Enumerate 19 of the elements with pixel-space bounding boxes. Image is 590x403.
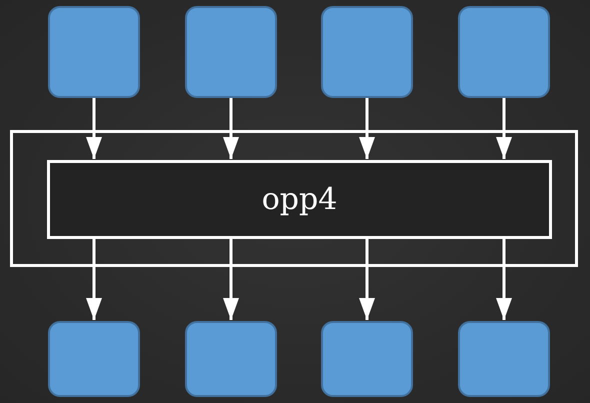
arrow [496, 98, 512, 159]
process-box [458, 321, 550, 397]
box-label: opp4 [262, 182, 338, 217]
arrow [496, 239, 512, 320]
process-box [185, 321, 277, 397]
process-box [48, 321, 140, 397]
arrow [86, 239, 102, 320]
process-box [458, 6, 550, 98]
arrow [86, 98, 102, 159]
arrow [359, 239, 375, 320]
process-box [48, 6, 140, 98]
process-box [47, 160, 552, 239]
arrow [359, 98, 375, 159]
process-box [321, 6, 413, 98]
outer-frame [10, 130, 578, 267]
process-box [185, 6, 277, 98]
process-box [321, 321, 413, 397]
arrow [223, 239, 239, 320]
arrow [223, 98, 239, 159]
